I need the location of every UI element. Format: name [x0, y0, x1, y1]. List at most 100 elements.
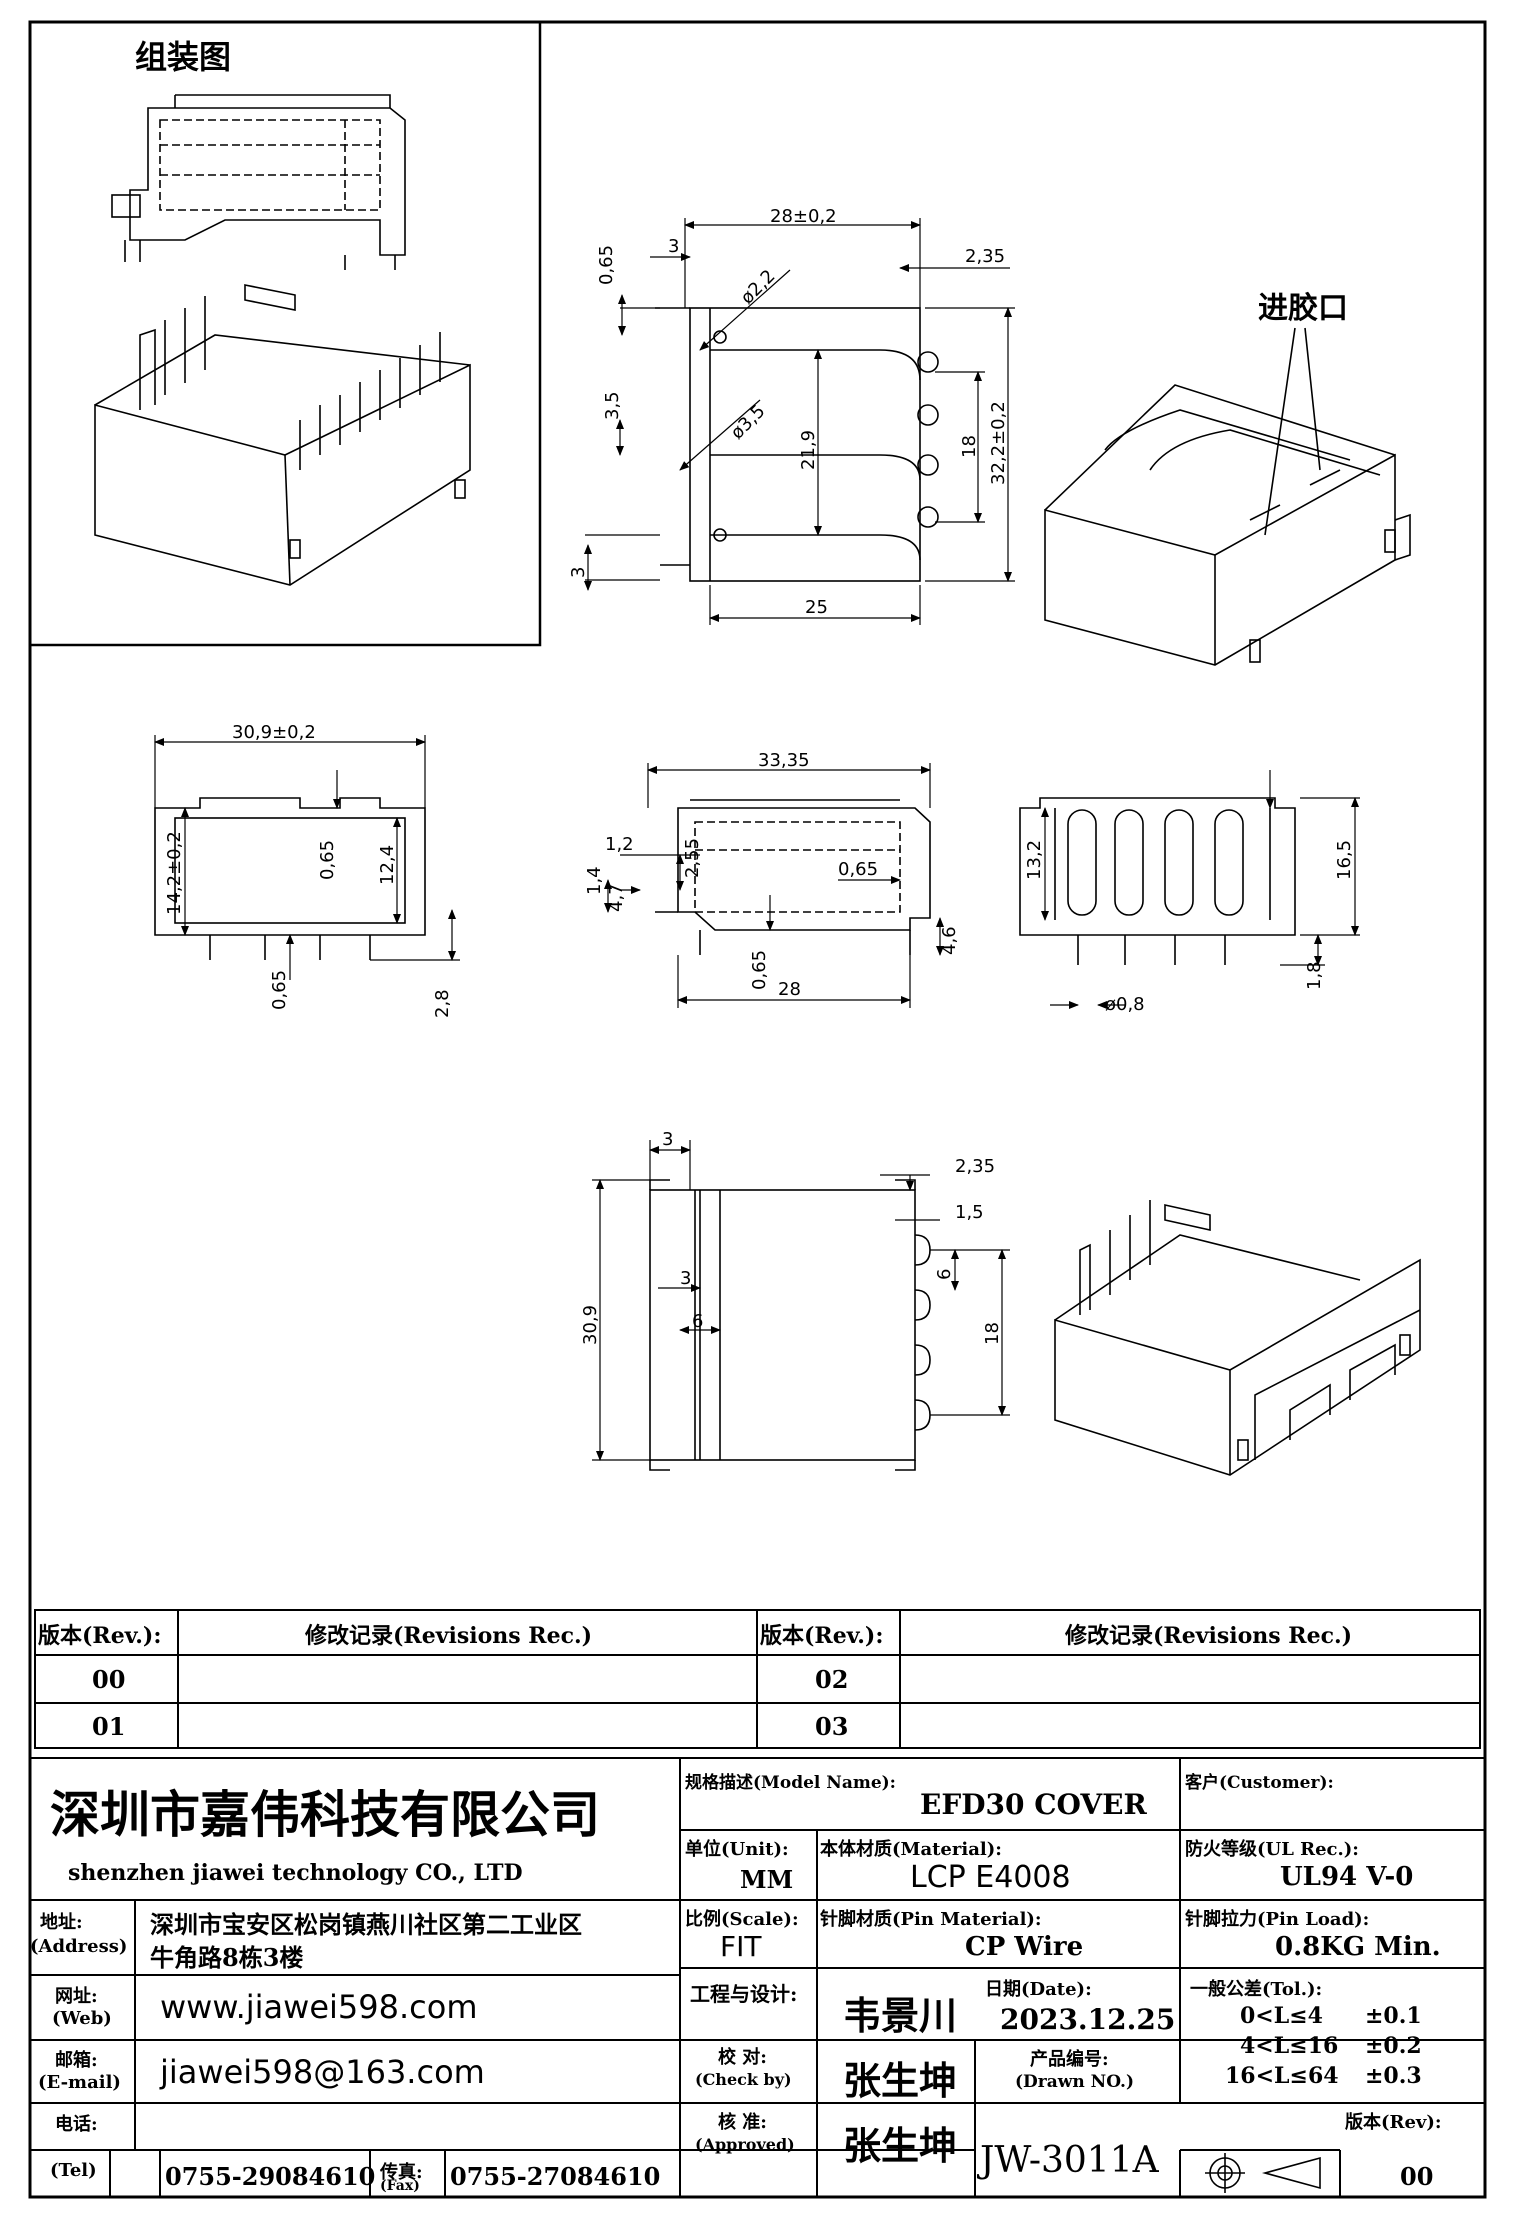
- dim-end-18: 1,8: [1304, 961, 1325, 990]
- assembly-view: 组装图: [28, 20, 542, 647]
- bottom-view-dims: [592, 1140, 1010, 1461]
- mail-label: 邮箱:: [55, 2050, 98, 2071]
- top-view: [655, 307, 939, 582]
- tel-label: 电话:: [55, 2114, 98, 2135]
- dim-end-165: 16,5: [1334, 840, 1355, 880]
- dim-side-28: 28: [778, 979, 801, 1000]
- end-view-dims: [1041, 770, 1360, 1009]
- dim-bottom-18: 18: [982, 1322, 1003, 1345]
- dim-side-14: 1,4: [584, 866, 605, 895]
- ul-label: 防火等级(UL Rec.):: [1185, 1839, 1359, 1860]
- dim-top-phi35: ø3,5: [727, 401, 770, 444]
- address-line-2: 牛角路8栋3楼: [150, 1943, 304, 1972]
- tol-range-1: 4<L≤16: [1240, 2033, 1339, 2059]
- dim-bottom-235: 2,35: [955, 1156, 995, 1177]
- material-value: LCP E4008: [910, 1860, 1071, 1895]
- design-label: 工程与设计:: [690, 1982, 798, 2006]
- dim-front-28: 2,8: [432, 989, 453, 1018]
- pin-load-label: 针脚拉力(Pin Load):: [1185, 1909, 1370, 1930]
- dim-top-219: 21,9: [798, 430, 819, 470]
- dim-front-142: 14,2±0,2: [164, 831, 185, 915]
- model-label: 规格描述(Model Name):: [685, 1773, 896, 1793]
- tol-value-2: ±0.3: [1365, 2063, 1422, 2089]
- scale-value: FIT: [720, 1930, 762, 1963]
- dim-bottom-6b: 6: [934, 1269, 955, 1280]
- scale-label: 比例(Scale):: [685, 1909, 799, 1930]
- revision-table: [34, 1609, 1481, 1749]
- dim-side-065a: 0,65: [838, 859, 878, 880]
- mail-address[interactable]: jiawei598@163.com: [160, 2053, 485, 2091]
- rev-header-right: 版本(Rev.):: [760, 1623, 884, 1649]
- dim-bottom-15: 1,5: [955, 1202, 984, 1223]
- pin-load-value: 0.8KG Min.: [1275, 1932, 1441, 1962]
- web-label: 网址:: [55, 1986, 98, 2007]
- ul-value: UL94 V-0: [1280, 1862, 1414, 1892]
- dim-top-3: 3: [668, 236, 679, 257]
- approver-name: 张生坤: [843, 2123, 958, 2168]
- company-name-en: shenzhen jiawei technology CO., LTD: [68, 1860, 523, 1886]
- tel-label-en: (Tel): [50, 2160, 97, 2181]
- dim-side-3335: 33,35: [758, 750, 810, 771]
- dim-side-12: 1,2: [605, 834, 634, 855]
- tol-value-0: ±0.1: [1365, 2003, 1422, 2029]
- dim-top-width: 28±0,2: [770, 206, 837, 227]
- dim-top-235: 2,35: [965, 246, 1005, 267]
- title-block-grid: [29, 1757, 1486, 2198]
- fax-number: 0755-27084610: [450, 2162, 661, 2191]
- designer-name: 韦景川: [843, 1993, 958, 2038]
- rec-header-left: 修改记录(Revisions Rec.): [305, 1623, 593, 1649]
- end-view: [1019, 797, 1296, 965]
- rev-row-1-left: 01: [92, 1712, 126, 1741]
- rev-label: 版本(Rev):: [1345, 2112, 1442, 2133]
- front-view: [154, 797, 426, 960]
- rev-row-1-right: 03: [815, 1712, 849, 1741]
- dim-top-25: 25: [805, 597, 828, 618]
- address-line-1: 深圳市宝安区松岗镇燕川社区第二工业区: [150, 1910, 582, 1939]
- web-url[interactable]: www.jiawei598.com: [160, 1988, 478, 2026]
- address-label: 地址:: [40, 1912, 83, 1933]
- drawn-label-en: (Drawn NO.): [1015, 2072, 1134, 2092]
- dim-front-065a: 0,65: [317, 840, 338, 880]
- checker-name: 张生坤: [843, 2058, 958, 2103]
- fax-label: 传真:: [380, 2162, 423, 2183]
- customer-label: 客户(Customer):: [1185, 1773, 1334, 1793]
- gate-label: 进胶口: [1258, 291, 1348, 326]
- rev-value: 00: [1400, 2162, 1434, 2191]
- dim-top-18: 18: [959, 435, 980, 458]
- dim-bottom-3b: 3: [680, 1268, 691, 1289]
- rec-header-right: 修改记录(Revisions Rec.): [1065, 1623, 1353, 1649]
- drawn-label: 产品编号:: [1030, 2049, 1109, 2070]
- dim-top-065: 0,65: [596, 245, 617, 285]
- tol-label: 一般公差(Tol.):: [1190, 1979, 1323, 2000]
- approve-label-en: (Approved): [695, 2135, 795, 2154]
- fax-label-en: (Fax): [380, 2178, 420, 2194]
- top-view-dims: [584, 218, 1015, 625]
- dim-front-065b: 0,65: [269, 970, 290, 1010]
- side-view: [655, 799, 931, 955]
- tol-range-0: 0<L≤4: [1240, 2003, 1323, 2029]
- dim-front-309: 30,9±0,2: [232, 722, 316, 743]
- dim-top-322: 32,2±0,2: [988, 401, 1009, 485]
- assembly-title: 组装图: [135, 38, 231, 76]
- dim-side-065b: 0,65: [749, 950, 770, 990]
- unit-label: 单位(Unit):: [685, 1839, 789, 1860]
- pin-material-label: 针脚材质(Pin Material):: [820, 1909, 1042, 1930]
- drawing-number: JW-3011A: [980, 2140, 1159, 2181]
- front-view-dims: [154, 735, 460, 980]
- dim-end-phi08: ø0,8: [1105, 994, 1145, 1015]
- dim-side-46: 4,6: [939, 926, 960, 955]
- bottom-iso-view: [1054, 1200, 1421, 1476]
- tol-range-2: 16<L≤64: [1225, 2063, 1339, 2089]
- dim-end-132: 13,2: [1024, 840, 1045, 880]
- gate-iso-view: [1044, 327, 1411, 666]
- dim-side-255: 2,55: [682, 838, 703, 878]
- dim-bottom-3a: 3: [662, 1129, 673, 1150]
- rev-row-0-right: 02: [815, 1665, 849, 1694]
- address-label-en: (Address): [30, 1936, 128, 1957]
- web-label-en: (Web): [52, 2008, 112, 2029]
- dim-top-3b: 3: [568, 567, 589, 578]
- rev-row-0-left: 00: [92, 1665, 126, 1694]
- date-value: 2023.12.25: [1000, 2003, 1176, 2036]
